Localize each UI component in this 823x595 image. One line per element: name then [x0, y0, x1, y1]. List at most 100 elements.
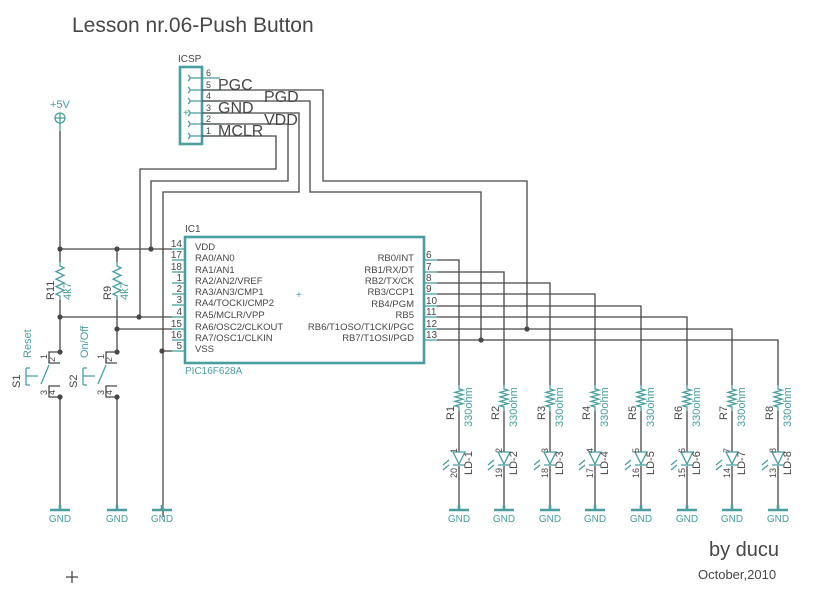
- led-pin: 6: [677, 448, 687, 453]
- ground-symbol: GND: [493, 505, 515, 525]
- ground-icon: [494, 505, 514, 512]
- ic-pin-name: VSS: [195, 344, 214, 355]
- wire: [150, 123, 289, 249]
- ground-icon: [449, 505, 469, 512]
- ground-symbol: GND: [630, 505, 652, 525]
- ground-label: GND: [584, 514, 606, 525]
- resistor-value: 330ohm: [508, 387, 520, 427]
- ic-pin-name: VDD: [195, 242, 215, 253]
- led-icon: [724, 451, 740, 466]
- switch-pin: 1: [96, 354, 106, 359]
- resistor-body: [54, 262, 66, 300]
- switch-pin: 4: [104, 390, 114, 395]
- ic-pin-number: 6: [426, 250, 432, 261]
- resistor-name: R7: [718, 406, 730, 420]
- switch-pin: 2: [104, 357, 114, 362]
- switch-pin: 3: [39, 390, 49, 395]
- ic-pin-name: RA2/AN2/VREF: [195, 276, 263, 287]
- ic-pin-name: RA4/TOCKI/CMP2: [195, 298, 274, 309]
- led-pin: 2: [494, 448, 504, 453]
- ground-symbol: GND: [49, 505, 71, 525]
- ic-pin-number: 5: [176, 341, 182, 352]
- led-name: LD-7: [736, 451, 748, 475]
- switch-pin: 4: [47, 390, 57, 395]
- switch-name: S1: [11, 375, 23, 388]
- ic-pin-name: RB3/CCP1: [368, 287, 414, 298]
- led-icon: [542, 451, 558, 466]
- wire: [437, 293, 596, 385]
- wire: [162, 112, 300, 517]
- ground-label: GND: [493, 514, 515, 525]
- wire: [202, 89, 528, 329]
- ic-pin-number: 14: [171, 239, 183, 250]
- wire: [437, 259, 460, 385]
- light-arrows-icon: [670, 459, 678, 471]
- switch-value: On/Off: [79, 325, 91, 358]
- ground-icon: [152, 505, 172, 512]
- resistor-value: 330ohm: [554, 387, 566, 427]
- led-pin: 3: [540, 448, 550, 453]
- icsp-pin-number: 4: [206, 91, 211, 101]
- ic-pin-number: 13: [426, 330, 438, 341]
- led-pin: 15: [677, 468, 687, 478]
- led-pin: 14: [722, 468, 732, 478]
- icsp-pin-number: 1: [206, 126, 211, 136]
- ic-part: PIC16F628A: [185, 366, 243, 377]
- ic-pin-name: RA5/MCLR/VPP: [195, 310, 265, 321]
- led-name: LD-8: [782, 451, 794, 475]
- junction: [478, 337, 484, 343]
- led-name: LD-4: [599, 451, 611, 475]
- ground-icon: [677, 505, 697, 512]
- author: by ducu: [709, 539, 779, 561]
- wire: [437, 271, 505, 385]
- switch-pin: 2: [47, 357, 57, 362]
- ground-label: GND: [767, 514, 789, 525]
- junction: [159, 348, 165, 354]
- icsp-pin-label: MCLR: [218, 123, 263, 140]
- ground-label: GND: [151, 514, 173, 525]
- junction: [114, 326, 120, 332]
- led-name: LD-3: [554, 451, 566, 475]
- resistor-body: [452, 385, 466, 411]
- ground-symbol: GND: [106, 505, 128, 525]
- light-arrows-icon: [624, 459, 632, 471]
- ic-pin-number: 2: [176, 284, 182, 295]
- ground-label: GND: [539, 514, 561, 525]
- ic-pin-name: RB7/T1OSI/PGD: [342, 333, 414, 344]
- led-pin: 1: [449, 448, 459, 453]
- ic-pin-number: 10: [426, 296, 438, 307]
- switch-value: Reset: [22, 329, 34, 358]
- ic-pin-number: 12: [426, 319, 438, 330]
- ground-symbol: GND: [676, 505, 698, 525]
- led-pin: 8: [768, 448, 778, 453]
- ground-label: GND: [676, 514, 698, 525]
- switch-pin: 3: [96, 390, 106, 395]
- led-pin: 19: [494, 468, 504, 478]
- resistor-body: [588, 385, 602, 411]
- icsp-pin-label: PGC: [218, 77, 253, 94]
- resistor-value: 330ohm: [782, 387, 794, 427]
- origin-mark: +: [183, 108, 189, 119]
- resistor-value: 330ohm: [691, 387, 703, 427]
- resistor-body: [497, 385, 511, 411]
- ic-pin-number: 17: [171, 250, 183, 261]
- resistor-name: R2: [490, 406, 502, 420]
- led-pin: 4: [585, 448, 595, 453]
- led-pin: 13: [768, 468, 778, 478]
- ic-pin-number: 4: [176, 307, 182, 318]
- ic-pin-number: 8: [426, 273, 432, 284]
- wire: [139, 135, 277, 317]
- light-arrows-icon: [487, 459, 495, 471]
- icsp-pin-number: 5: [206, 80, 211, 90]
- resistor-value: 330ohm: [645, 387, 657, 427]
- ground-label: GND: [630, 514, 652, 525]
